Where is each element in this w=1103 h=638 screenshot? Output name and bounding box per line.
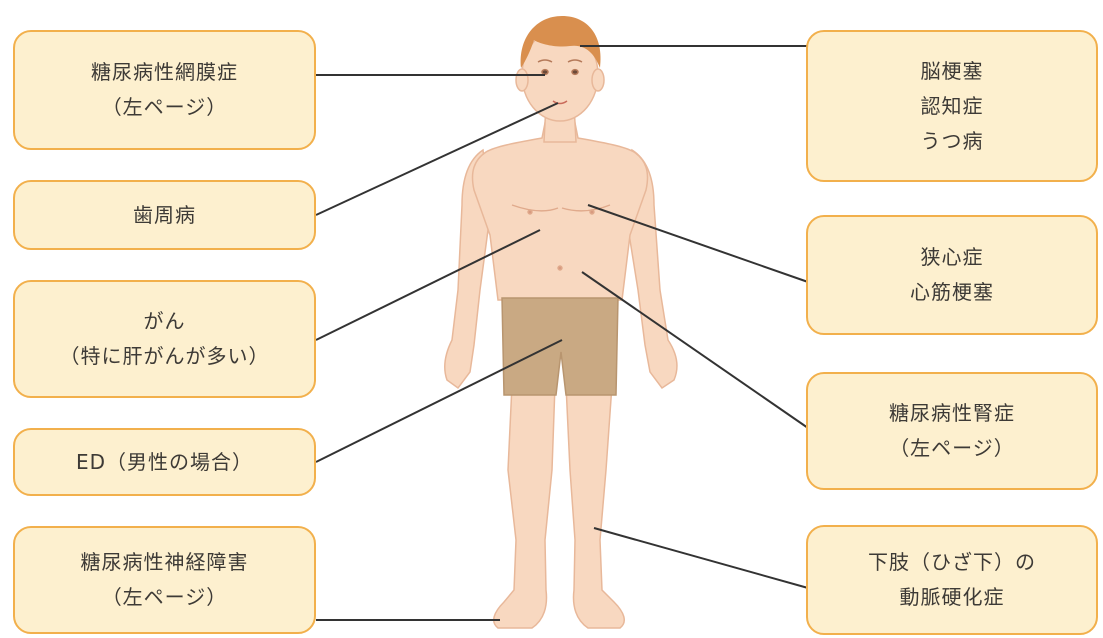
- box-retinopathy: 糖尿病性網膜症 （左ページ）: [13, 30, 316, 150]
- ed-line-1: ED（男性の場合）: [76, 445, 253, 480]
- brain-line-1: 脳梗塞: [921, 54, 984, 89]
- neuropathy-line-1: 糖尿病性神経障害: [81, 545, 249, 580]
- left-leg: [494, 385, 555, 628]
- box-ed: ED（男性の場合）: [13, 428, 316, 496]
- cancer-line-2: （特に肝がんが多い）: [60, 339, 270, 374]
- nephropathy-line-2: （左ページ）: [889, 431, 1015, 466]
- torso: [473, 118, 648, 300]
- box-periodontal: 歯周病: [13, 180, 316, 250]
- right-ear: [592, 69, 604, 91]
- box-heart: 狭心症 心筋梗塞: [806, 215, 1098, 335]
- line-legs: [594, 528, 808, 588]
- heart-line-1: 狭心症: [921, 240, 984, 275]
- left-eye: [542, 70, 548, 75]
- brain-line-3: うつ病: [921, 124, 984, 159]
- neuropathy-line-2: （左ページ）: [102, 580, 228, 615]
- retinopathy-line-2: （左ページ）: [102, 90, 228, 125]
- brain-line-2: 認知症: [921, 89, 984, 124]
- legs-line-2: 動脈硬化症: [900, 580, 1005, 615]
- right-leg: [566, 385, 624, 628]
- periodontal-line-1: 歯周病: [133, 198, 196, 233]
- heart-line-2: 心筋梗塞: [910, 275, 994, 310]
- right-eye: [572, 70, 578, 75]
- shorts: [502, 298, 618, 395]
- left-ear: [516, 69, 528, 91]
- legs-line-1: 下肢（ひざ下）の: [868, 545, 1036, 580]
- nephropathy-line-1: 糖尿病性腎症: [889, 396, 1015, 431]
- retinopathy-line-1: 糖尿病性網膜症: [91, 55, 238, 90]
- box-neuropathy: 糖尿病性神経障害 （左ページ）: [13, 526, 316, 634]
- box-nephropathy: 糖尿病性腎症 （左ページ）: [806, 372, 1098, 490]
- cancer-line-1: がん: [144, 304, 186, 339]
- box-brain: 脳梗塞 認知症 うつ病: [806, 30, 1098, 182]
- box-legs: 下肢（ひざ下）の 動脈硬化症: [806, 525, 1098, 635]
- box-cancer: がん （特に肝がんが多い）: [13, 280, 316, 398]
